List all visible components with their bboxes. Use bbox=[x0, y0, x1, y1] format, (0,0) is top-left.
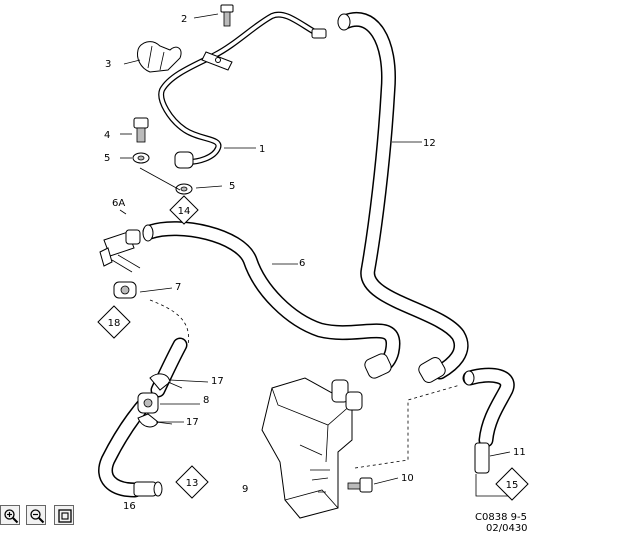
drawing-ref-line2: 02/0430 bbox=[486, 523, 528, 534]
part-6a-valve bbox=[99, 229, 141, 273]
callout-12: 12 bbox=[423, 138, 436, 149]
diamond-18-label: 18 bbox=[108, 318, 121, 329]
callout-1: 1 bbox=[259, 144, 265, 155]
drawing-reference: C0838 9-5 02/0430 bbox=[475, 512, 528, 534]
hose-6 bbox=[142, 221, 401, 379]
callout-11: 11 bbox=[513, 447, 526, 458]
diamond-13: 13 bbox=[175, 465, 209, 499]
part-9-reservoir bbox=[261, 377, 363, 519]
fit-page-button[interactable] bbox=[54, 505, 74, 525]
diamond-15: 15 bbox=[495, 467, 529, 501]
callout-8: 8 bbox=[203, 395, 209, 406]
callout-3: 3 bbox=[105, 59, 111, 70]
zoom-out-icon bbox=[30, 509, 45, 524]
fit-page-icon bbox=[58, 509, 72, 523]
zoom-in-button[interactable] bbox=[0, 505, 20, 525]
callout-6: 6 bbox=[299, 258, 305, 269]
part-8-valve bbox=[137, 373, 183, 428]
callout-5b: 5 bbox=[229, 181, 235, 192]
pipe-1 bbox=[158, 11, 327, 165]
callout-2: 2 bbox=[181, 14, 187, 25]
pipe-grommet bbox=[174, 151, 194, 195]
diamond-18: 18 bbox=[97, 305, 131, 339]
part-4-bolt bbox=[133, 117, 149, 143]
callout-16: 16 bbox=[123, 501, 136, 512]
callout-17a: 17 bbox=[211, 376, 224, 387]
drawing-ref-line1: C0838 9-5 bbox=[475, 512, 527, 523]
zoom-out-button[interactable] bbox=[26, 505, 46, 525]
part-5-washer bbox=[132, 152, 150, 164]
part-3-clamp bbox=[137, 41, 182, 73]
hose-12 bbox=[337, 11, 469, 383]
diamond-13-label: 13 bbox=[186, 478, 199, 489]
diamond-14-label: 14 bbox=[178, 206, 191, 217]
leader-lines bbox=[119, 13, 512, 497]
part-2-bolt bbox=[220, 4, 234, 27]
diamond-15-label: 15 bbox=[506, 480, 519, 491]
callout-5a: 5 bbox=[104, 153, 110, 164]
hose-11 bbox=[462, 367, 515, 474]
callout-9: 9 bbox=[242, 484, 248, 495]
zoom-in-icon bbox=[4, 509, 19, 524]
callout-17b: 17 bbox=[186, 417, 199, 428]
callout-labels: 2 3 4 5 1 5 12 6A 6 7 17 8 17 9 10 11 16 bbox=[104, 14, 526, 512]
callout-4: 4 bbox=[104, 130, 110, 141]
callout-10: 10 bbox=[401, 473, 414, 484]
callout-6a: 6A bbox=[112, 198, 125, 209]
diamond-14: 14 bbox=[169, 195, 199, 225]
part-10-bolt bbox=[347, 477, 373, 493]
callout-7: 7 bbox=[175, 282, 181, 293]
part-7-connector bbox=[113, 281, 137, 299]
